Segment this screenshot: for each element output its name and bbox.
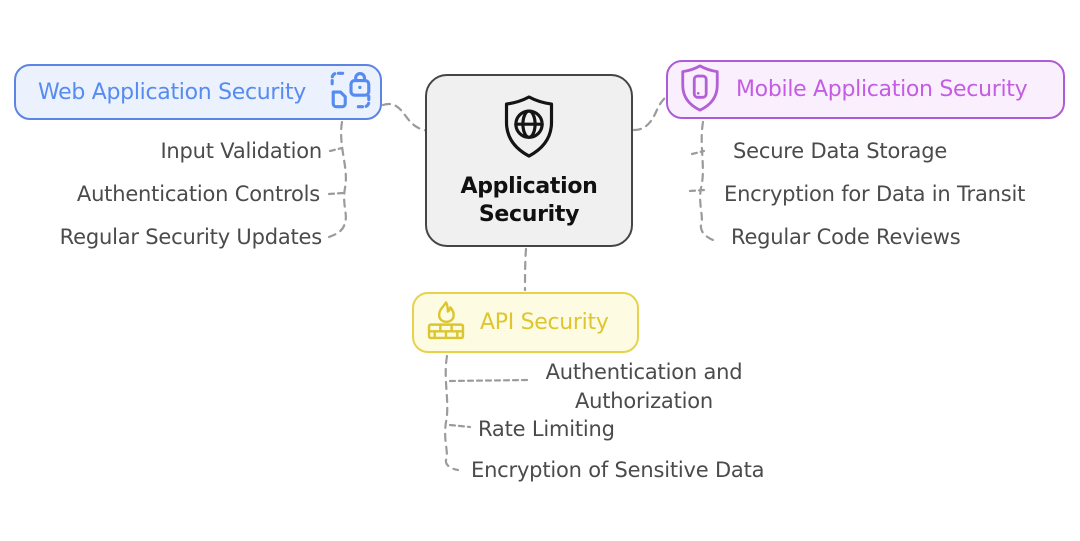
branch-spine-api (444, 354, 460, 472)
child-encryption-for-data-in-transit: Encryption for Data in Transit (724, 182, 1026, 206)
branch-spine-mobile (699, 120, 715, 242)
child-regular-security-updates: Regular Security Updates (59, 225, 323, 249)
shield-smartphone-icon (677, 63, 723, 117)
shield-globe-icon (499, 92, 559, 166)
branch-label: Mobile Application Security (736, 77, 1028, 102)
branch-node-web-application-security: Web Application Security (14, 64, 382, 120)
branch-hook-mobile-2 (688, 188, 706, 193)
secure-file-lock-icon (328, 68, 374, 116)
child-input-validation: Input Validation (160, 139, 322, 163)
child-encryption-of-sensitive-data: Encryption of Sensitive Data (471, 458, 765, 482)
child-rate-limiting: Rate Limiting (478, 417, 615, 441)
branch-spine-web (327, 120, 347, 239)
child-authentication-controls: Authentication Controls (76, 182, 320, 206)
root-node-application-security: Application Security (425, 74, 633, 247)
child-secure-data-storage: Secure Data Storage (733, 139, 948, 163)
branch-hook-web-1 (328, 146, 344, 153)
branch-label: API Security (480, 310, 609, 335)
branch-hook-web-2 (327, 191, 345, 196)
root-label: Application Security (460, 174, 598, 227)
child-regular-code-reviews: Regular Code Reviews (731, 225, 961, 249)
branch-hook-mobile-1 (690, 149, 706, 156)
connector-root-api (523, 247, 528, 292)
branch-node-mobile-application-security: Mobile Application Security (666, 60, 1065, 119)
branch-label: Web Application Security (38, 79, 307, 105)
branch-node-api-security: API Security (412, 292, 639, 353)
child-authentication-and-authorization: Authentication and Authorization (545, 360, 743, 413)
branch-hook-api-2 (448, 423, 472, 429)
firewall-icon (425, 298, 467, 348)
